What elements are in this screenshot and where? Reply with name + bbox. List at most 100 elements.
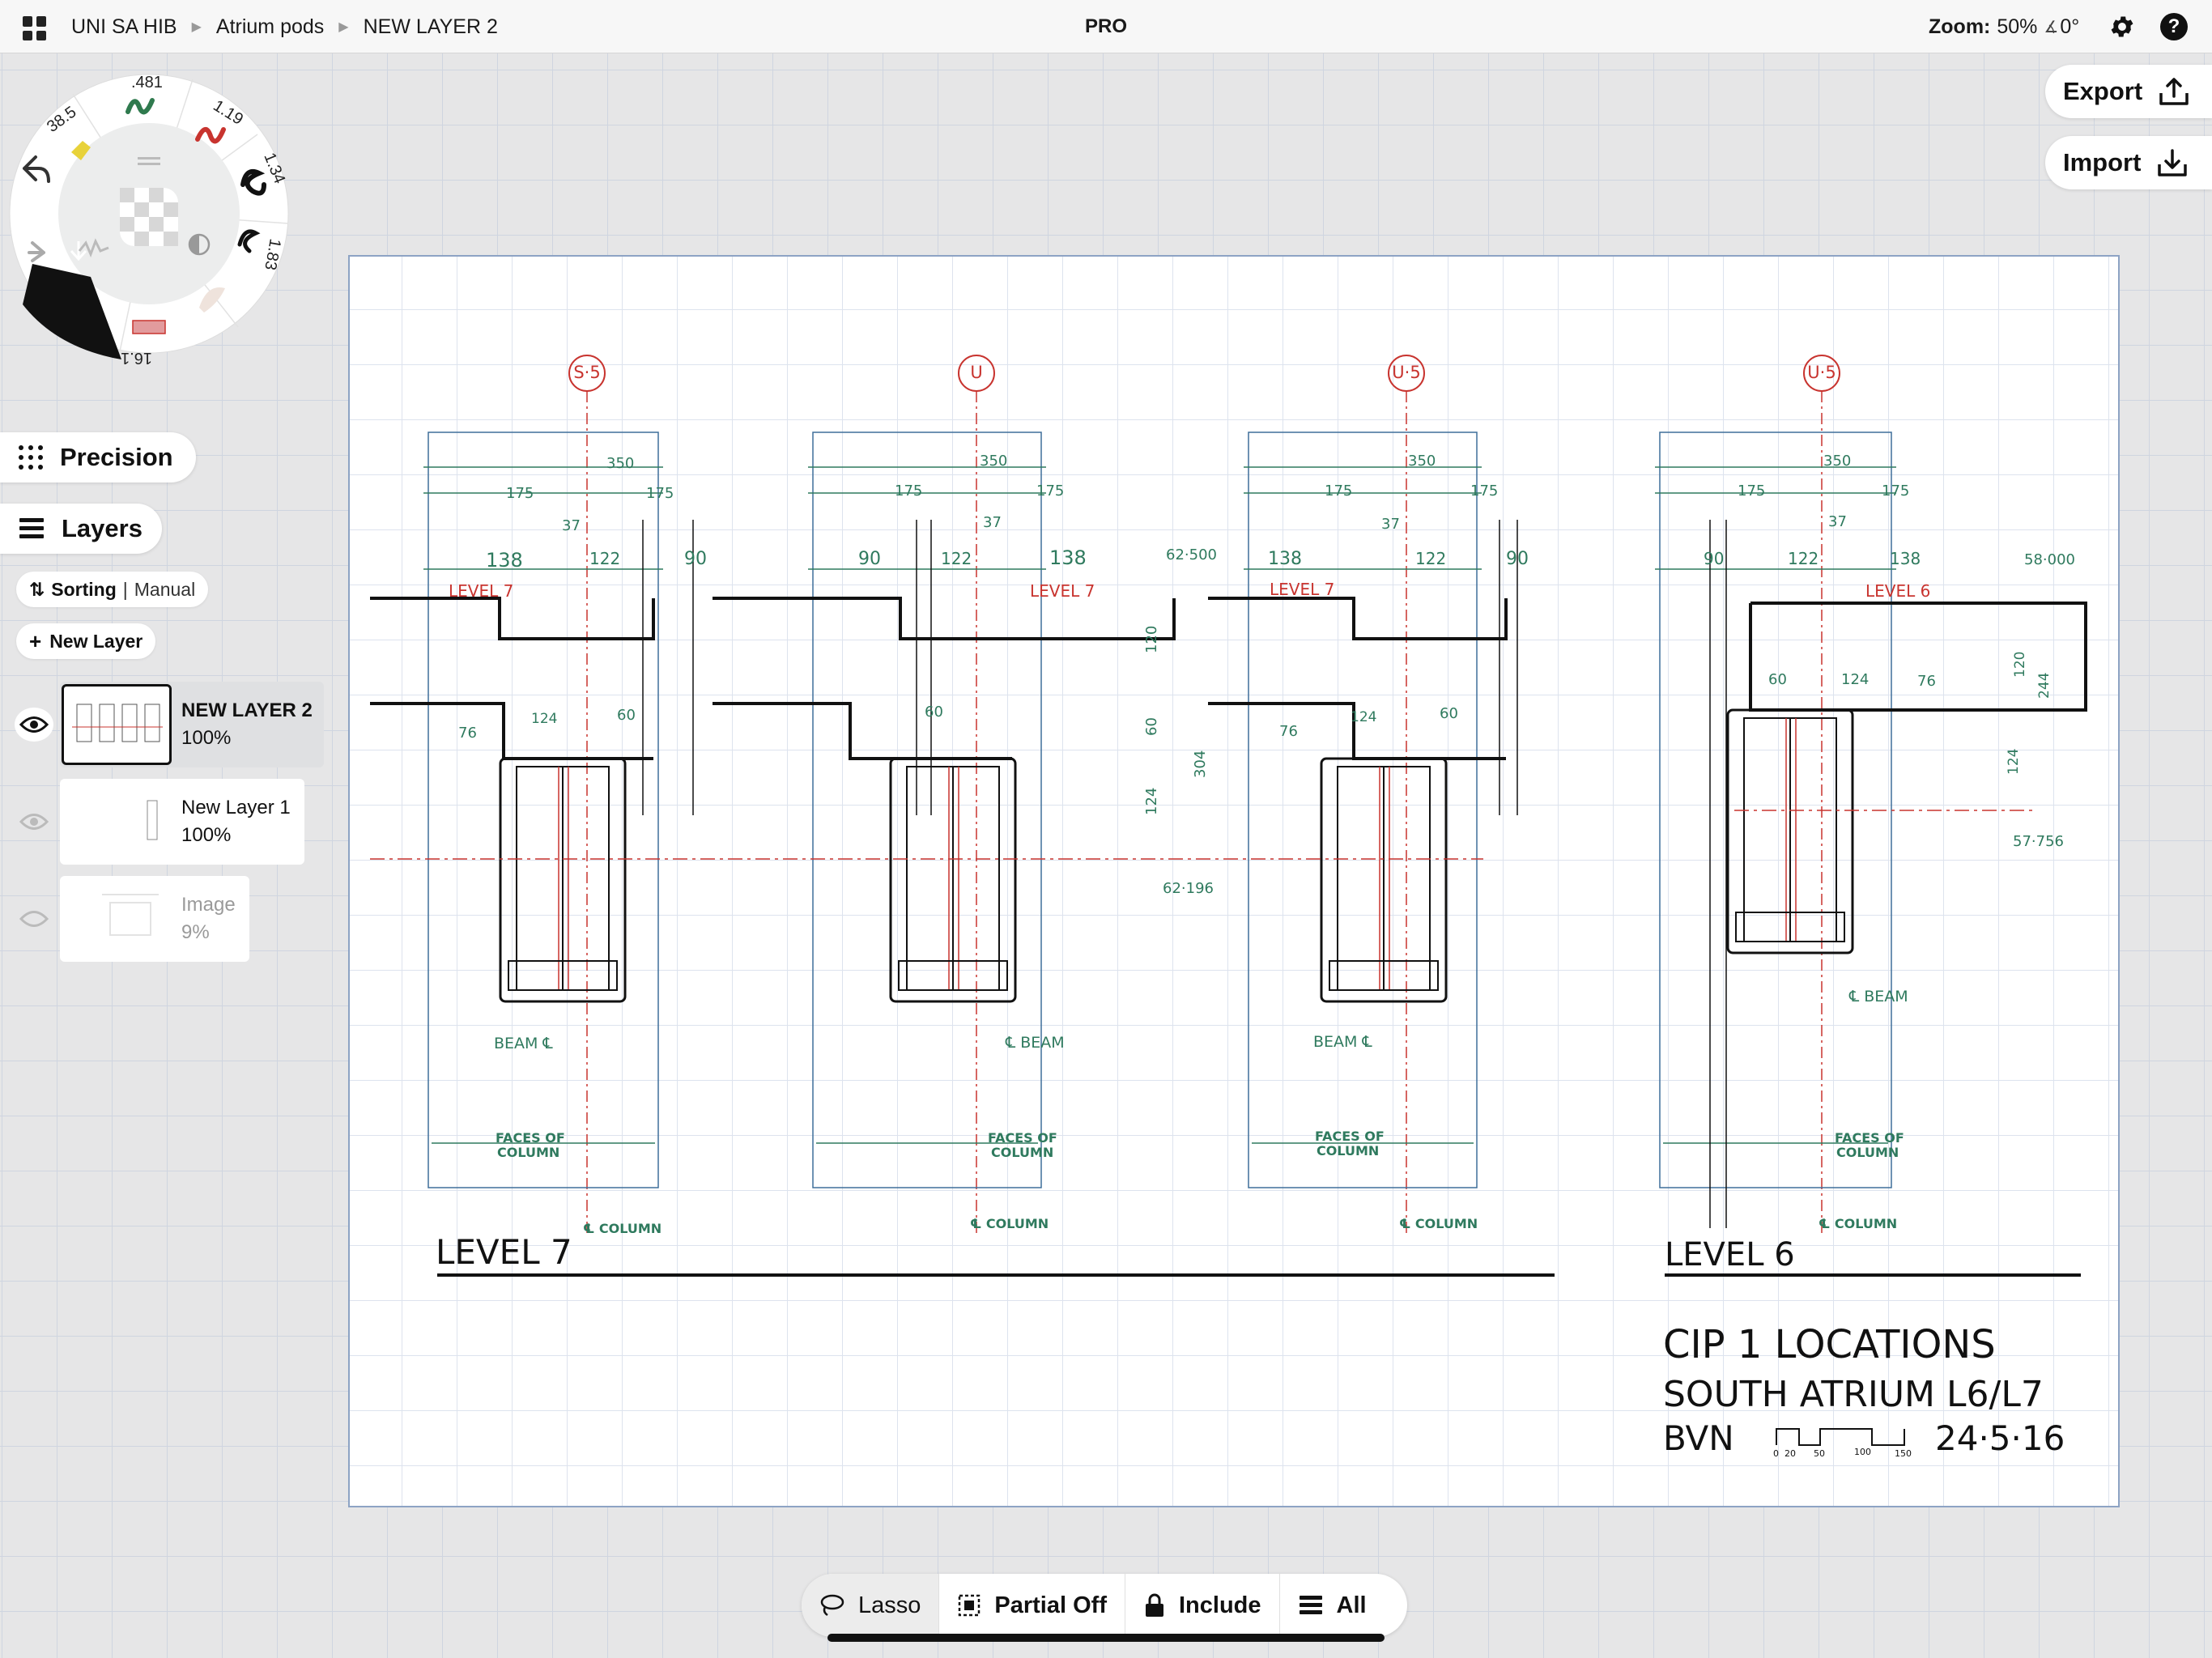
- dim-label: 244: [2036, 673, 2052, 699]
- dim-label: 60: [1440, 705, 1458, 722]
- layers-button[interactable]: Layers: [0, 504, 162, 554]
- pod-outline: [499, 757, 627, 1003]
- dim-label: 124: [1351, 709, 1376, 725]
- lasso-button[interactable]: Lasso: [802, 1574, 940, 1637]
- rl-label: 62·196: [1163, 880, 1214, 897]
- eye-visible-icon[interactable]: [15, 708, 53, 742]
- contrast-icon[interactable]: [188, 233, 211, 256]
- black-pen-tool[interactable]: [240, 168, 266, 196]
- eraser-tool[interactable]: [132, 320, 166, 334]
- breadcrumb-item-project[interactable]: UNI SA HIB: [71, 15, 177, 38]
- export-button[interactable]: Export: [2045, 65, 2212, 118]
- drag-handle-icon[interactable]: [138, 157, 160, 165]
- redo-icon[interactable]: [28, 241, 45, 262]
- scale-tick: 100: [1854, 1447, 1871, 1457]
- layer-name: Image: [181, 894, 236, 916]
- pan-arrow-icon: [70, 241, 87, 261]
- help-icon[interactable]: ?: [2160, 13, 2188, 40]
- dots-grid-icon: [19, 445, 43, 470]
- slab-outline: [1749, 602, 2087, 712]
- drawing-canvas[interactable]: S·5 U U·5 U·5 350 175 175 350 175 175 35…: [348, 255, 2120, 1507]
- zoom-readout[interactable]: Zoom: 50% ∡ 0°: [1929, 0, 2079, 53]
- dim-label: 60: [1768, 671, 1787, 688]
- layer-thumbnail: [62, 878, 172, 959]
- level-tag: LEVEL 6: [1865, 581, 1930, 601]
- layer-name: New Layer 1: [181, 797, 291, 818]
- yellow-marker-tool[interactable]: [71, 141, 91, 160]
- import-label: Import: [2063, 148, 2142, 176]
- precision-button[interactable]: Precision: [0, 432, 196, 483]
- lock-icon: [1145, 1593, 1163, 1617]
- fine-pen-tool[interactable]: [237, 229, 261, 253]
- column-label: ℄ COLUMN: [1819, 1216, 1897, 1231]
- dim-label: 175: [1325, 483, 1352, 500]
- breadcrumb-item-layer[interactable]: NEW LAYER 2: [363, 15, 498, 38]
- chevron-right-icon: ▶: [191, 20, 202, 34]
- faces-label: COLUMN: [1317, 1143, 1379, 1158]
- rotation-value: 0°: [2060, 15, 2080, 38]
- title-note-line-2: SOUTH ATRIUM L6/L7: [1663, 1374, 2044, 1415]
- import-button[interactable]: Import: [2045, 136, 2212, 189]
- eye-hidden-icon[interactable]: [15, 902, 53, 936]
- level-6-title: LEVEL 6: [1665, 1236, 1795, 1273]
- dim-label: 90: [858, 549, 881, 569]
- layer-card[interactable]: NEW LAYER 2 100%: [60, 682, 324, 767]
- plus-icon: +: [29, 628, 42, 653]
- level-tag: LEVEL 7: [1270, 580, 1334, 599]
- dim-label: 90: [684, 549, 707, 569]
- dim-label: 350: [1823, 453, 1851, 470]
- undo-icon[interactable]: [23, 155, 50, 183]
- sorting-chip[interactable]: ⇅ Sorting | Manual: [16, 572, 209, 607]
- dim-label: 90: [1506, 549, 1529, 569]
- rl-label: 62·500: [1166, 546, 1217, 563]
- slab-outline: [1208, 597, 1508, 640]
- column-label: ℄ COLUMN: [970, 1216, 1049, 1231]
- smoothing-icon[interactable]: [78, 238, 109, 258]
- grid-label: U·5: [1392, 363, 1420, 382]
- dim-label: 138: [1049, 546, 1087, 569]
- detail-sections: [370, 355, 2087, 1236]
- beam-label: BEAM ℄: [494, 1035, 553, 1052]
- partial-off-button[interactable]: Partial Off: [939, 1574, 1125, 1637]
- new-layer-button[interactable]: + New Layer: [16, 623, 156, 659]
- layer-card[interactable]: New Layer 1 100%: [60, 779, 304, 865]
- layers-label: Layers: [62, 514, 143, 542]
- column-outline: [1248, 432, 1478, 1188]
- top-bar: UNI SA HIB ▶ Atrium pods ▶ NEW LAYER 2 P…: [0, 0, 2212, 53]
- eye-visible-icon[interactable]: [15, 805, 53, 839]
- sort-arrows-icon: ⇅: [29, 578, 45, 600]
- zoom-label: Zoom:: [1929, 15, 1991, 38]
- dim-label: 76: [1279, 723, 1298, 740]
- layer-opacity: 9%: [181, 921, 210, 943]
- scale-tick: 150: [1895, 1448, 1912, 1459]
- layers-stack-icon: [19, 518, 44, 538]
- beam-label: BEAM ℄: [1313, 1033, 1372, 1051]
- beam-label: ℄ BEAM: [1005, 1034, 1065, 1052]
- dim-label: 138: [486, 549, 523, 572]
- precision-label: Precision: [60, 443, 173, 471]
- title-note-line-3: BVN: [1663, 1418, 1734, 1458]
- tool-wheel-mode-wedge[interactable]: [23, 264, 121, 359]
- pencil-tool[interactable]: [199, 287, 225, 312]
- breadcrumb-item-drawing[interactable]: Atrium pods: [215, 15, 325, 38]
- settings-gear-icon[interactable]: [2108, 13, 2136, 40]
- slab-outline: [370, 597, 655, 640]
- pro-badge[interactable]: PRO: [1085, 15, 1128, 37]
- faces-of-column-labels: FACES OF COLUMN FACES OF COLUMN FACES OF…: [496, 1129, 1904, 1160]
- tool-wheel[interactable]: .481 1.19 1.34 1.83 38.5 16.1: [0, 65, 308, 372]
- title-note-date: 24·5·16: [1935, 1418, 2065, 1458]
- layer-card[interactable]: Image 9%: [60, 876, 249, 962]
- dim-label: 37: [1828, 513, 1847, 530]
- green-pen-tool[interactable]: [125, 98, 155, 115]
- pod-base: [898, 960, 1008, 991]
- all-layers-button[interactable]: All: [1280, 1574, 1385, 1637]
- red-pen-tool[interactable]: [195, 127, 226, 144]
- column-label: ℄ COLUMN: [583, 1221, 661, 1236]
- gallery-grid-icon[interactable]: [23, 16, 47, 40]
- dim-label: 37: [562, 517, 581, 534]
- dim-label: 175: [895, 483, 922, 500]
- include-button[interactable]: Include: [1125, 1574, 1280, 1637]
- opacity-checker-icon[interactable]: [120, 188, 178, 246]
- dim-label: 60: [925, 704, 943, 721]
- pod-outline: [1726, 708, 1854, 954]
